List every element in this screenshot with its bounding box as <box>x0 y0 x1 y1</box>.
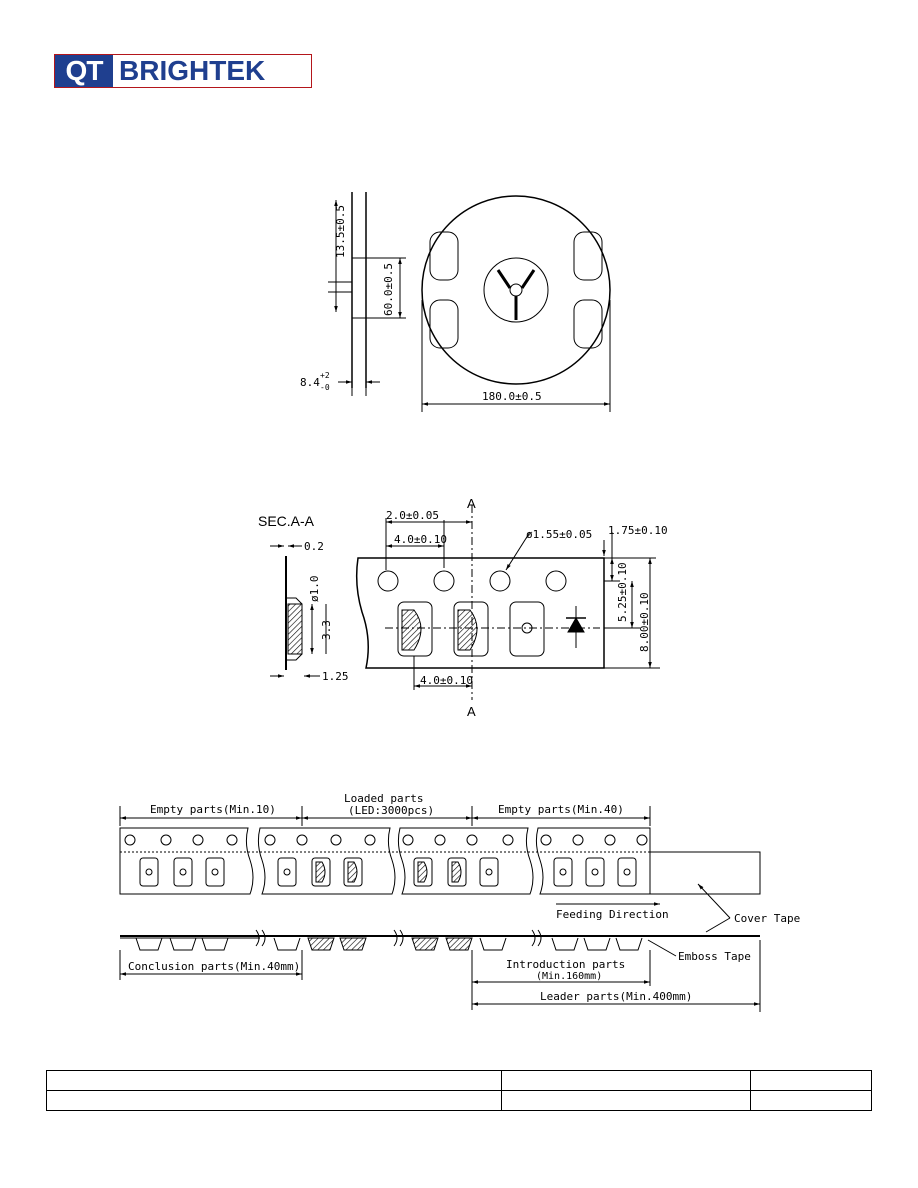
table-cell <box>501 1070 751 1091</box>
dim-reel-dia: 180.0±0.5 <box>482 390 542 403</box>
dim-hub-dia: 60.0±0.5 <box>382 263 395 316</box>
reel-drawing <box>328 192 611 412</box>
label-introduction-min: (Min.160mm) <box>536 971 602 982</box>
label-leader-parts: Leader parts(Min.400mm) <box>540 990 692 1003</box>
section-view <box>270 544 327 678</box>
table-cell <box>501 1090 751 1111</box>
label-cover-tape: Cover Tape <box>734 912 800 925</box>
tape-plan-view <box>355 505 660 700</box>
table-cell <box>46 1090 502 1111</box>
dim-pocket-pitch: 4.0±0.10 <box>420 674 473 687</box>
label-empty-start: Empty parts(Min.10) <box>150 803 276 816</box>
dim-hub-width: 13.5±0.5 <box>334 205 347 258</box>
logo-brand: BRIGHTEK <box>119 55 266 86</box>
dim-pocket-depth: 3.3 <box>320 620 333 640</box>
label-conclusion: Conclusion parts(Min.40mm) <box>128 960 300 973</box>
dim-pitch-half: 2.0±0.05 <box>386 509 439 522</box>
dim-sprocket-dia: ø1.55±0.05 <box>526 528 592 541</box>
table-cell <box>750 1070 872 1091</box>
dim-center: 5.25±0.10 <box>616 562 629 622</box>
dim-pocket-offset: 1.25 <box>322 670 349 683</box>
table-cell <box>750 1090 872 1111</box>
label-introduction: Introduction parts <box>506 958 625 971</box>
table-row <box>46 1090 872 1111</box>
dim-tape-width: 8.00±0.10 <box>638 592 651 652</box>
dim-width: 8.4 <box>300 376 320 389</box>
table-row <box>46 1070 872 1091</box>
leader-diagram <box>119 806 761 1012</box>
dim-thickness: 0.2 <box>304 540 324 553</box>
label-loaded-title: Loaded parts <box>344 792 423 805</box>
table-cell <box>46 1070 502 1091</box>
dim-width-tol-plus: +2 <box>320 371 330 380</box>
label-emboss-tape: Emboss Tape <box>678 950 751 963</box>
section-title: SEC.A-A <box>258 513 315 529</box>
label-feeding: Feeding Direction <box>556 908 669 921</box>
logo-qt: QT <box>55 55 113 87</box>
marker-bottom: A <box>467 704 476 719</box>
footer-table <box>46 1070 872 1111</box>
label-empty-end: Empty parts(Min.40) <box>498 803 624 816</box>
dim-hole-dia: ø1.0 <box>308 576 321 603</box>
dim-sprocket-pitch: 4.0±0.10 <box>394 533 447 546</box>
dim-edge: 1.75±0.10 <box>608 524 668 537</box>
marker-top: A <box>467 496 476 511</box>
company-logo: QT BRIGHTEK <box>54 54 312 88</box>
label-loaded-qty: (LED:3000pcs) <box>348 804 434 817</box>
dim-width-tol-minus: -0 <box>320 383 330 392</box>
